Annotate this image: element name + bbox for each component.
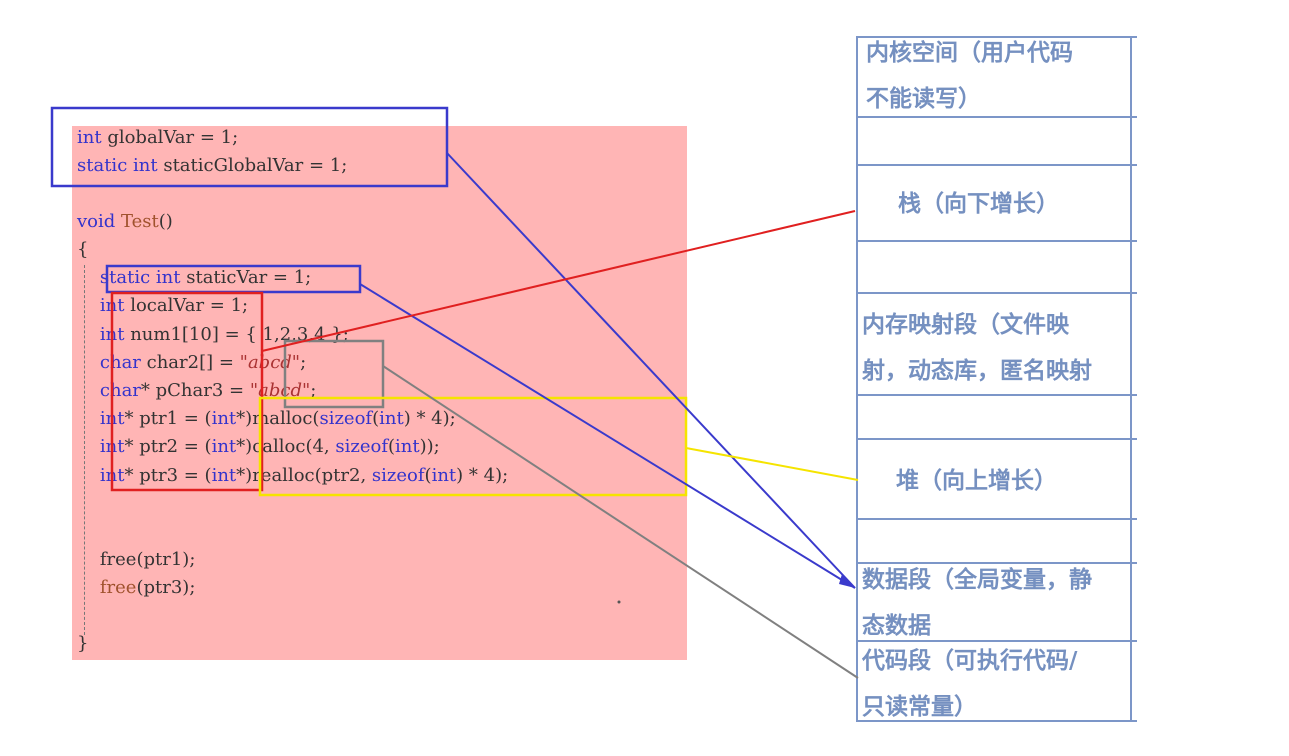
code-line: static int staticVar = 1; [77,265,311,291]
code-line: } [77,631,88,657]
indent-guide [84,265,85,635]
code-token: )); [419,436,440,457]
code-line: int* ptr1 = (int*)malloc(sizeof(int) * 4… [77,406,456,432]
code-line: static int staticGlobalVar = 1; [77,153,347,179]
code-token: int [77,127,102,148]
heap-to-heap-line [685,447,859,481]
mmap-label: 内存映射段（文件映 射，动态库，匿名映射 [862,312,1092,384]
static-to-data-line [359,283,856,589]
code-token: int [155,267,181,288]
code-token: () [158,211,173,232]
code-token: static [99,267,151,288]
global-vars-box [50,106,449,188]
code-token: staticVar = 1; [180,267,312,288]
code-token: * ptr2 = ( [124,436,212,457]
code-token: int [211,408,237,429]
code-panel [72,126,687,660]
code-token: int [379,408,404,429]
code-token: char2[] = [140,352,240,373]
kernel-space-label: 内核空间（用户代码 不能读写） [866,40,1073,112]
code-line: int* ptr3 = (int*)realloc(ptr2, sizeof(i… [77,463,508,489]
stray-dot [617,600,621,604]
code-token: int [211,465,237,486]
code-token: int [395,436,420,457]
code-token: ( [372,408,380,429]
table-divider [856,36,1137,38]
code-token: globalVar = 1; [101,127,239,148]
code-token: } [77,633,89,654]
code-token: ) * 4); [456,465,509,486]
code-token: *)malloc( [236,408,320,429]
code-token: ; [310,380,317,401]
code-token: (ptr3); [136,577,196,598]
code-segment-label: 代码段（可执行代码/ 只读常量） [862,648,1078,720]
code-token: static [77,155,128,176]
stack-vars-box [110,291,264,492]
table-divider [856,240,1137,242]
code-token: staticGlobalVar = 1; [157,155,348,176]
table-divider [856,292,1137,294]
static-var-box [105,264,362,294]
code-line: int globalVar = 1; [77,125,238,151]
code-token: free(ptr1); [77,549,196,570]
code-token: ) * 4); [403,408,456,429]
code-token: ( [388,436,396,457]
code-token: *)realloc(ptr2, [236,465,372,486]
memory-table-frame [856,36,1132,722]
code-token: sizeof [335,436,388,457]
code-token: void [77,211,116,232]
table-divider [856,720,1137,722]
literal-to-code-line [382,365,859,679]
stack-to-stack-line [261,210,856,352]
global-to-data-line [446,152,856,589]
code-line: free(ptr3); [77,575,196,601]
code-token: ; [300,352,307,373]
code-token: { [77,239,89,260]
code-token: int [211,436,237,457]
code-token: "abcd" [249,380,311,401]
data-segment-label: 数据段（全局变量，静 态数据 [862,567,1092,639]
table-divider [856,562,1137,564]
table-divider [856,640,1137,642]
code-line: free(ptr1); [77,547,196,573]
code-token: ( [424,465,432,486]
memory-layout-table: 内核空间（用户代码 不能读写） 栈（向下增长） 内存映射段（文件映 射，动态库，… [856,36,1137,722]
code-line: char* pChar3 = "abcd"; [77,378,316,404]
code-line: { [77,237,88,263]
string-literal-box [283,339,385,409]
heap-label: 堆（向上增长） [896,468,1057,494]
code-token: sizeof [319,408,373,429]
code-token: Test [121,211,159,232]
table-divider [856,164,1137,166]
code-token: localVar = 1; [124,295,249,316]
arrowhead-icon [839,574,855,588]
code-token: int [133,155,158,176]
table-divider [856,116,1137,118]
code-token: char [99,352,141,373]
code-token: free [99,577,137,598]
code-token: * pChar3 = [140,380,250,401]
code-token: char [99,380,141,401]
code-token: * ptr1 = ( [124,408,212,429]
code-line: void Test() [77,209,173,235]
code-token: * ptr3 = ( [124,465,212,486]
heap-alloc-box [258,396,688,497]
stack-label: 栈（向下增长） [898,191,1059,217]
code-token: sizeof [371,465,425,486]
table-divider [856,518,1137,520]
code-token: int [431,465,457,486]
table-divider [856,394,1137,396]
table-divider [856,438,1137,440]
